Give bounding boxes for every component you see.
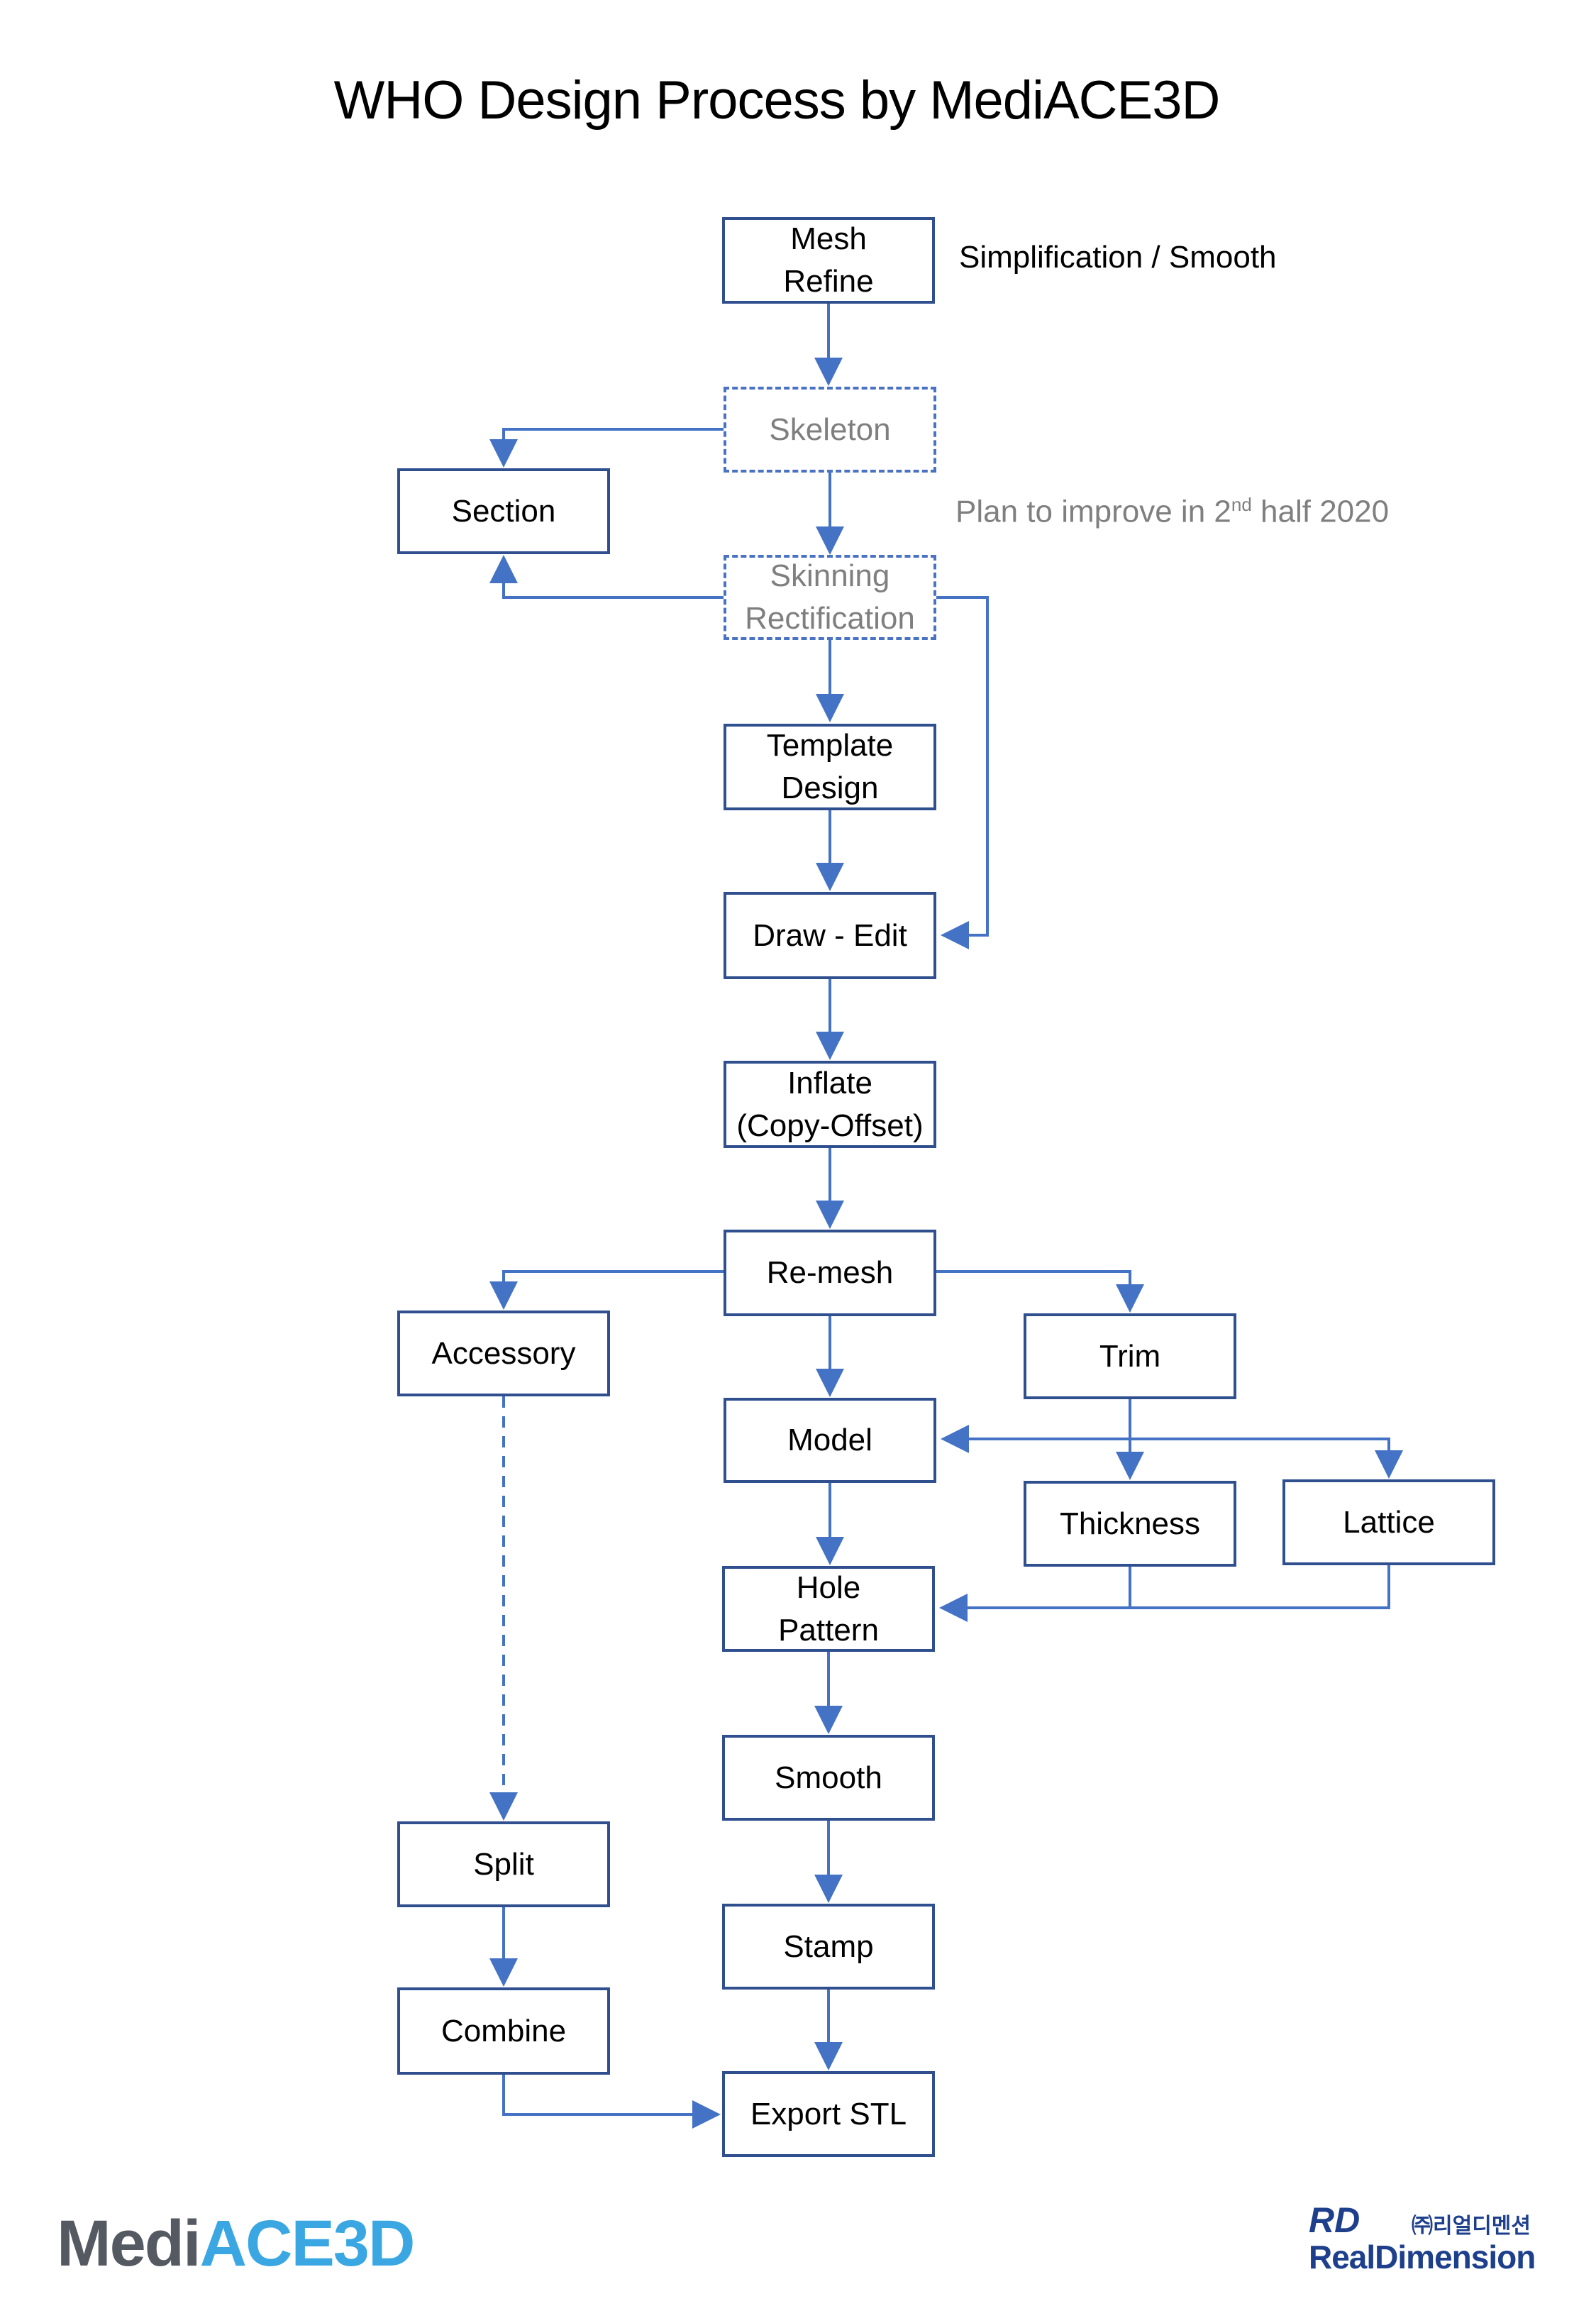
node-template-design: Template Design [724, 724, 936, 810]
node-accessory: Accessory [397, 1311, 610, 1396]
arrow-skinning-section [489, 555, 724, 599]
realdimension-korean: ㈜리얼디멘션 [1412, 2214, 1531, 2238]
node-smooth: Smooth [722, 1735, 935, 1821]
arrow-trim-model [941, 1399, 1131, 1453]
node-lattice: Lattice [1282, 1479, 1495, 1565]
mediace3d-logo-medi: Medi [57, 2207, 201, 2280]
arrow-skeleton-section [489, 428, 724, 468]
arrow-trim-lattice [1130, 1438, 1403, 1479]
node-remesh: Re-mesh [724, 1230, 936, 1316]
realdimension-mark: RD [1309, 2200, 1361, 2240]
realdimension-name: RealDimension [1309, 2239, 1536, 2275]
node-section: Section [397, 468, 610, 554]
diagram-title: WHO Design Process by MediACE3D [333, 70, 1221, 131]
node-split: Split [397, 1821, 610, 1907]
node-skinning-rectification: Skinning Rectification [724, 555, 936, 640]
arrow-remesh-trim [936, 1270, 1144, 1313]
realdimension-logo: RD ㈜리얼디멘션 RealDimension [1309, 2200, 1550, 2278]
node-stamp: Stamp [722, 1904, 935, 1990]
note-simplification: Simplification / Smooth [959, 240, 1277, 275]
node-hole-pattern: Hole Pattern [722, 1566, 935, 1652]
node-skeleton: Skeleton [724, 387, 936, 473]
arrow-combine-export [502, 2075, 721, 2129]
note-plan-improve: Plan to improve in 2nd half 2020 [955, 494, 1389, 530]
node-export-stl: Export STL [722, 2071, 935, 2157]
arrow-lattice-hole [1130, 1565, 1390, 1609]
arrow-remesh-accessory [489, 1270, 724, 1310]
arrow-thickness-hole [939, 1567, 1131, 1622]
node-mesh-refine: Mesh Refine [722, 217, 935, 304]
arrow-skinning-drawedit [936, 596, 989, 949]
node-draw-edit: Draw - Edit [724, 892, 936, 979]
note-plan-prefix: Plan to improve in 2 [955, 494, 1231, 529]
node-thickness: Thickness [1024, 1481, 1236, 1567]
note-plan-suffix: half 2020 [1251, 494, 1390, 529]
node-model: Model [724, 1398, 936, 1483]
node-trim: Trim [1024, 1313, 1236, 1399]
node-combine: Combine [397, 1987, 610, 2075]
node-inflate: Inflate (Copy-Offset) [724, 1061, 936, 1148]
note-plan-sup: nd [1231, 494, 1252, 515]
mediace3d-logo-ace: ACE3D [199, 2207, 416, 2280]
